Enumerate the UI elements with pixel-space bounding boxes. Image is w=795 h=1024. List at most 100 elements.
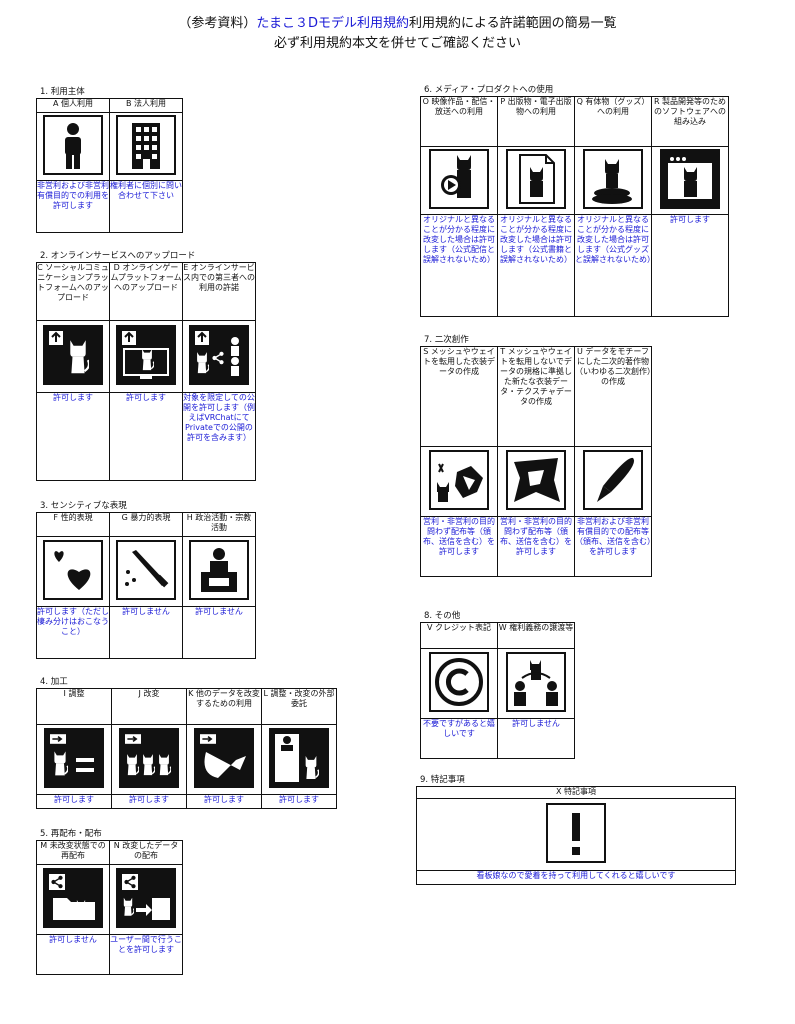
icon-cell — [186, 724, 262, 795]
col-header: Q 有体物（グッズ）への利用 — [574, 96, 652, 147]
permission-text: オリジナルと異なることが分かる程度に改変した場合は許可します（公式配信と誤解され… — [420, 214, 498, 317]
col-header: O 映像作品・配信・放送への利用 — [420, 96, 498, 147]
col-header: H 政治活動・宗教活動 — [182, 512, 256, 537]
permission-text: 許可しません — [497, 718, 575, 759]
col-header: N 改変したデータの配布 — [109, 840, 183, 865]
icon-cell — [416, 798, 736, 871]
icon-cell — [109, 536, 183, 607]
icon-cell — [109, 864, 183, 935]
share-users-icon — [189, 324, 249, 385]
col-header: E オンラインサービス内での第三者への利用の許諾 — [182, 262, 256, 321]
permission-text: 営利・非営利の目的問わず配布等（頒布、送信を含む）を許可します — [420, 516, 498, 577]
exclamation-icon — [546, 802, 606, 863]
icon-cell — [497, 446, 575, 517]
col-header: L 調整・改変の外部委託 — [261, 688, 337, 725]
title-prefix: （参考資料） — [178, 16, 257, 31]
upload-cat-icon — [43, 324, 103, 385]
icon-cell — [574, 446, 652, 517]
col-header: A 個人利用 — [36, 98, 110, 113]
col-header: T メッシュやウェイトを転用しないでデータの規格に準拠した新たな衣装データ・テク… — [497, 346, 575, 447]
permission-text: 許可します — [261, 794, 337, 809]
notes-table: X 特記事項 看板娘なので愛着を持って利用してくれると嬉しいです — [416, 786, 736, 885]
building-icon — [116, 114, 176, 175]
icon-cell — [497, 146, 575, 215]
icon-cell — [182, 536, 256, 607]
software-icon — [660, 148, 720, 209]
copyright-icon — [429, 651, 489, 712]
adjust-icon — [44, 727, 104, 788]
permission-text: 許可します — [109, 392, 183, 481]
person-icon — [43, 114, 103, 175]
col-header: X 特記事項 — [416, 786, 736, 799]
section-5: 5. 再配布・配布 M 未改変状態での再配布 N 改変したデータの配布 許可しま… — [36, 828, 183, 975]
col-header: V クレジット表記 — [420, 622, 498, 649]
permission-text: 権利者に個別に問い合わせて下さい — [109, 180, 183, 233]
online-table: C ソーシャルコミュニケーションプラットフォームへのアップロード D オンライン… — [36, 262, 256, 481]
permission-text: 非営利および非営利有償目的での配布等（頒布、送信を含む）を許可します — [574, 516, 652, 577]
outsource-icon — [269, 727, 329, 788]
knife-icon — [116, 539, 176, 600]
new-costume-icon — [506, 449, 566, 510]
publication-icon — [506, 148, 566, 209]
podium-icon — [189, 539, 249, 600]
permission-text: 許可しません — [36, 934, 110, 975]
other-data-icon — [194, 727, 254, 788]
section-title: 5. 再配布・配布 — [40, 829, 102, 839]
col-header: B 法人利用 — [109, 98, 183, 113]
pen-icon — [583, 449, 643, 510]
goods-icon — [583, 148, 643, 209]
col-header: J 改変 — [111, 688, 187, 725]
derivative-table: S メッシュやウェイトを転用した衣装データの作成 T メッシュやウェイトを転用し… — [420, 346, 652, 577]
permission-text: 許可します — [111, 794, 187, 809]
col-header: S メッシュやウェイトを転用した衣装データの作成 — [420, 346, 498, 447]
icon-cell — [36, 864, 110, 935]
permission-text: 不要ですがあると嬉しいです — [420, 718, 498, 759]
permission-text: ユーザー間で行うことを許可します — [109, 934, 183, 975]
permission-text: オリジナルと異なることが分かる程度に改変した場合は許可します（公式書籍と誤解され… — [497, 214, 575, 317]
col-header: I 調整 — [36, 688, 112, 725]
permission-text: 許可します — [651, 214, 729, 317]
hearts-icon — [43, 539, 103, 600]
section-title: 4. 加工 — [40, 677, 68, 687]
permission-text: 許可しません — [109, 606, 183, 659]
icon-cell — [261, 724, 337, 795]
costume-icon — [429, 449, 489, 510]
section-8: 8. その他 V クレジット表記 W 権利義務の譲渡等 不要ですがあると嬉しいで… — [420, 610, 575, 759]
col-header: D オンラインゲームプラットフォームへのアップロード — [109, 262, 183, 321]
col-header: C ソーシャルコミュニケーションプラットフォームへのアップロード — [36, 262, 110, 321]
icon-cell — [36, 320, 110, 393]
upload-monitor-icon — [116, 324, 176, 385]
redistribute-icon — [43, 867, 103, 928]
permission-text: 許可します（ただし棲み分けはおこなうこと） — [36, 606, 110, 659]
icon-cell — [109, 320, 183, 393]
usage-table: A 個人利用 B 法人利用 非営利および非営利有償目的での利用を許可します 権利… — [36, 98, 183, 233]
permission-text: 看板娘なので愛着を持って利用してくれると嬉しいです — [416, 870, 736, 885]
section-title: 8. その他 — [424, 611, 461, 621]
permission-text: 許可します — [36, 392, 110, 481]
icon-cell — [182, 320, 256, 393]
page-title: （参考資料）たまこ３Dモデル利用規約利用規約による許諾範囲の簡易一覧 — [0, 12, 795, 31]
icon-cell — [36, 536, 110, 607]
distribution-table: M 未改変状態での再配布 N 改変したデータの配布 許可しません ユーザー間で行… — [36, 840, 183, 975]
page-subtitle: 必ず利用規約本文を併せてご確認ください — [273, 36, 521, 51]
icon-cell — [36, 112, 110, 181]
permission-text: 営利・非営利の目的問わず配布等（頒布、送信を含む）を許可します — [497, 516, 575, 577]
section-4: 4. 加工 I 調整 J 改変 K 他のデータを改変するための利用 L 調整・改… — [36, 676, 337, 809]
icon-cell — [651, 146, 729, 215]
section-3: 3. センシティブな表現 F 性的表現 G 暴力的表現 H 政治活動・宗教活動 … — [36, 500, 256, 659]
sensitive-table: F 性的表現 G 暴力的表現 H 政治活動・宗教活動 許可します（ただし棲み分け… — [36, 512, 256, 659]
permission-text: 許可します — [36, 794, 112, 809]
terms-link[interactable]: たまこ３Dモデル利用規約 — [256, 16, 409, 31]
icon-cell — [420, 146, 498, 215]
icon-cell — [109, 112, 183, 181]
permission-text: 非営利および非営利有償目的での利用を許可します — [36, 180, 110, 233]
section-title: 7. 二次創作 — [424, 335, 469, 345]
distribute-modified-icon — [116, 867, 176, 928]
section-1: 1. 利用主体 A 個人利用 B 法人利用 非営利および非営利有償目的での利用を… — [36, 86, 183, 233]
modify-icon — [119, 727, 179, 788]
permission-text: 許可しません — [182, 606, 256, 659]
video-icon — [429, 148, 489, 209]
edit-table: I 調整 J 改変 K 他のデータを改変するための利用 L 調整・改変の外部委託… — [36, 688, 337, 809]
icon-cell — [497, 648, 575, 719]
col-header: K 他のデータを改変するための利用 — [186, 688, 262, 725]
